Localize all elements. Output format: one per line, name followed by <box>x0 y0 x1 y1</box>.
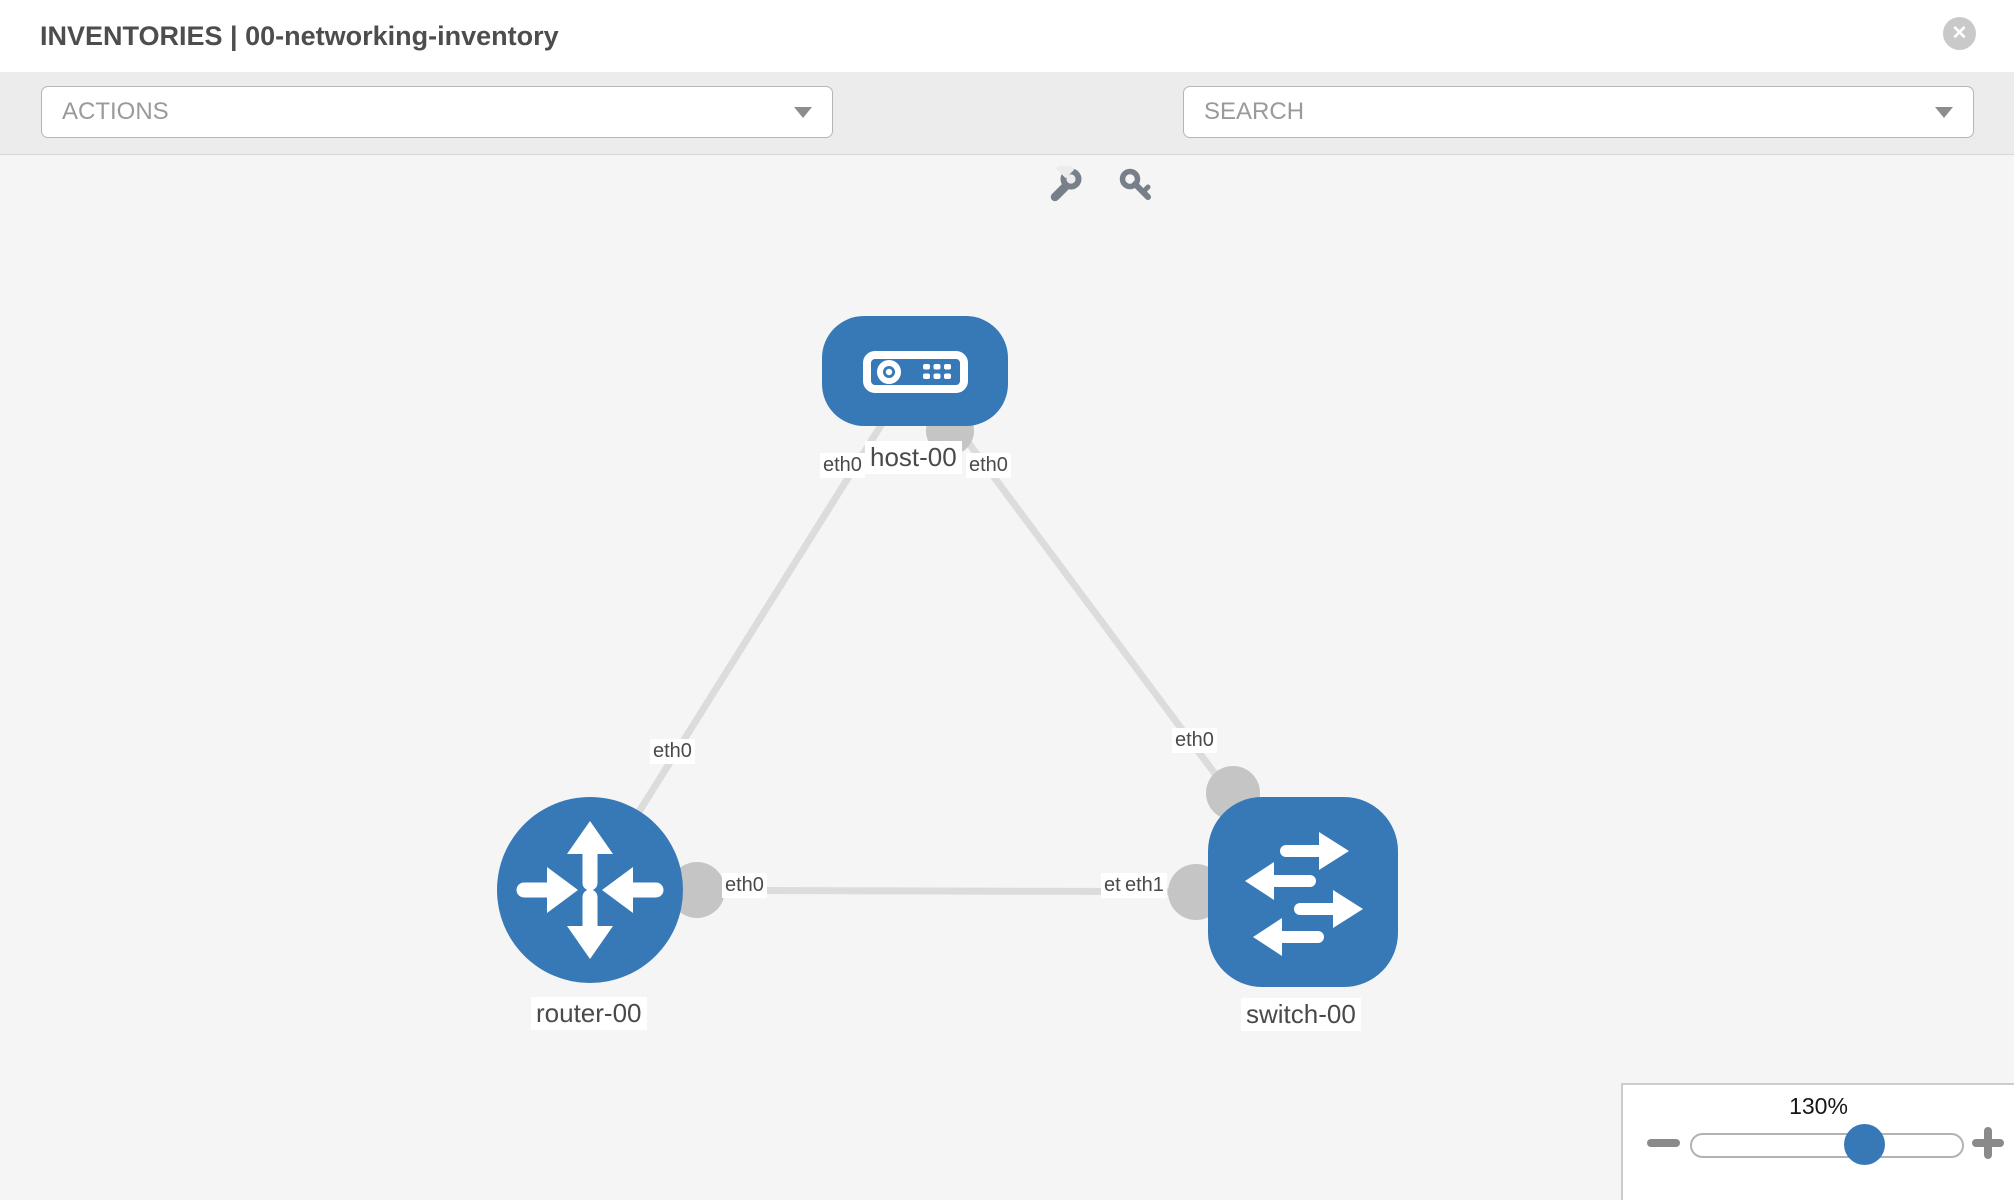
iface-label-switch-eth0-top: eth0 <box>1172 728 1217 753</box>
header: INVENTORIES | 00-networking-inventory ✕ <box>0 0 2014 73</box>
zoom-control-panel: 130% <box>1621 1083 2014 1200</box>
search-dropdown-value: SEARCH <box>1204 98 1305 125</box>
actions-dropdown-value: ACTIONS <box>62 98 169 125</box>
iface-label-router-eth0-mid: eth0 <box>722 873 767 898</box>
node-router-00[interactable] <box>497 797 683 983</box>
page-title: INVENTORIES | 00-networking-inventory <box>40 21 559 51</box>
switch-icon <box>1245 832 1363 956</box>
credentials-button[interactable] <box>1117 166 1155 204</box>
toolbar: ACTIONS SEARCH <box>0 72 2014 202</box>
actions-dropdown[interactable]: ACTIONS <box>41 86 833 138</box>
zoom-slider[interactable] <box>1690 1133 1964 1158</box>
topology-canvas[interactable] <box>0 154 2014 1200</box>
key-icon <box>1119 168 1151 200</box>
chevron-down-icon <box>794 106 812 118</box>
minus-icon[interactable] <box>1647 1139 1680 1147</box>
search-dropdown[interactable]: SEARCH <box>1183 86 1974 138</box>
configure-button[interactable] <box>1047 159 1085 204</box>
plus-icon[interactable] <box>1970 1125 2006 1161</box>
node-label-switch: switch-00 <box>1241 998 1361 1031</box>
node-switch-00[interactable] <box>1208 797 1398 987</box>
iface-label-host-eth0-left: eth0 <box>820 453 865 478</box>
node-host-00[interactable] <box>822 316 1008 426</box>
node-label-host: host-00 <box>865 441 962 474</box>
chevron-down-icon <box>1935 106 1953 118</box>
router-icon <box>516 821 664 959</box>
iface-label-host-eth0-right: eth0 <box>966 453 1011 478</box>
iface-label-switch-eth1: eth1 <box>1122 873 1167 898</box>
zoom-level-value: 130% <box>1789 1093 1848 1119</box>
node-label-router: router-00 <box>531 997 647 1030</box>
iface-label-router-eth0-top: eth0 <box>650 739 695 764</box>
host-icon <box>863 351 968 393</box>
wrench-icon <box>1050 159 1082 202</box>
zoom-slider-thumb[interactable] <box>1844 1124 1885 1165</box>
close-icon[interactable]: ✕ <box>1943 17 1976 50</box>
